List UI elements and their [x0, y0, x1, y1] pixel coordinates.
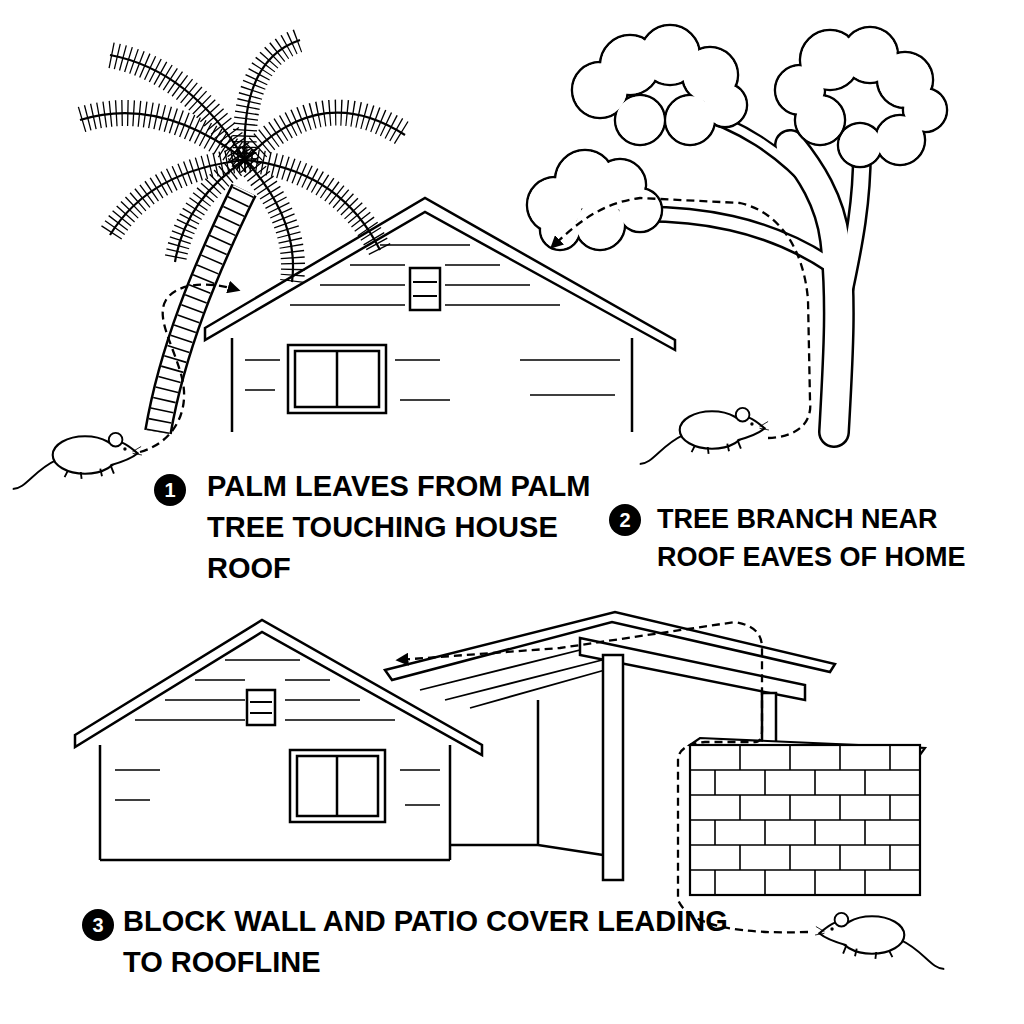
rat: [815, 913, 944, 969]
caption-text: TREE BRANCH NEAR ROOF EAVES OF HOME: [657, 500, 1019, 577]
tree: [527, 25, 947, 432]
palm-tree: [80, 40, 405, 432]
callout-number: 1: [164, 480, 175, 500]
block-wall: [690, 738, 925, 895]
house-top: [205, 198, 675, 432]
rat: [13, 433, 142, 489]
callout-badge: 2: [609, 504, 641, 536]
caption-text: PALM LEAVES FROM PALM TREE TOUCHING HOUS…: [207, 466, 602, 590]
callout-badge: 1: [154, 474, 186, 506]
caption-text: BLOCK WALL AND PATIO COVER LEADING TO RO…: [123, 901, 743, 983]
rat: [640, 408, 769, 464]
callout-number: 3: [92, 915, 103, 935]
callout-number: 2: [619, 510, 630, 530]
callout-badge: 3: [82, 909, 114, 941]
